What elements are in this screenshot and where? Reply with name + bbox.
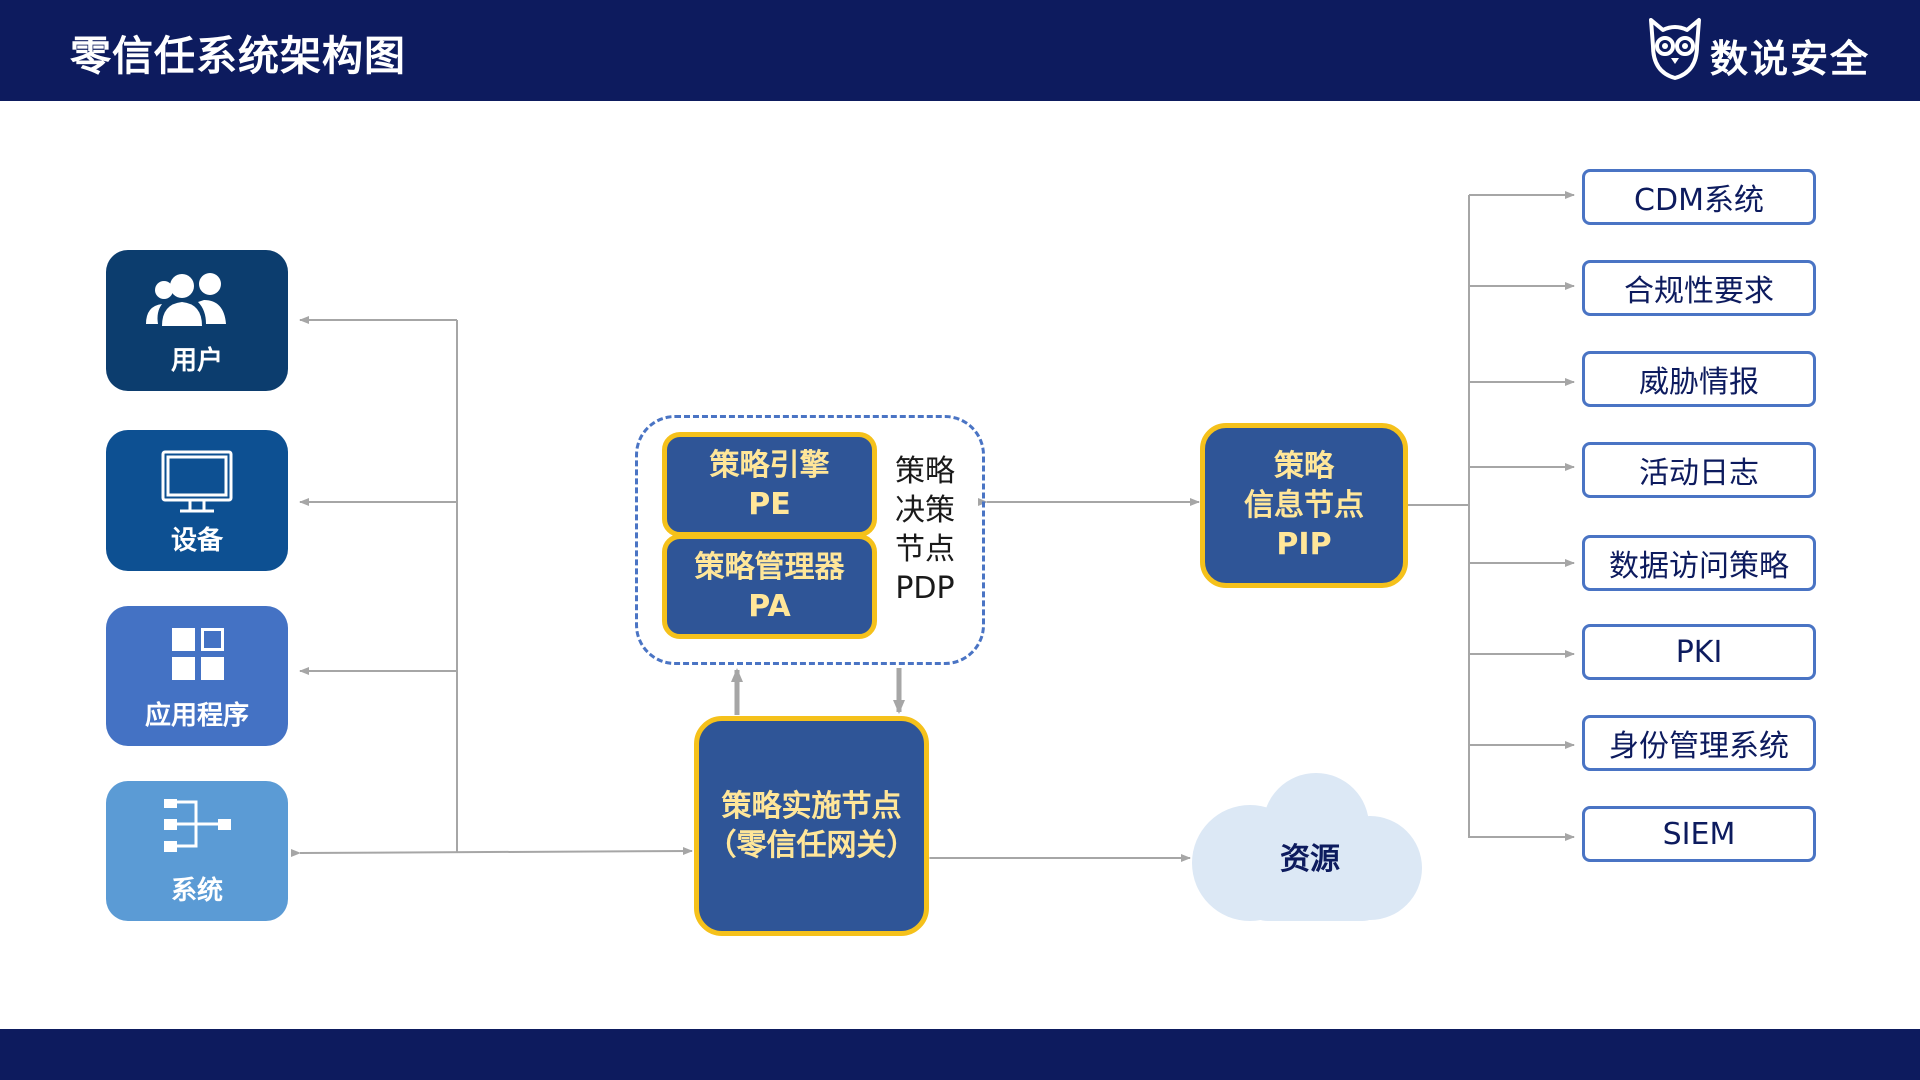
actor-user: 用户 [106,250,288,391]
pep-node: 策略实施节点 （零信任网关） [694,716,929,936]
pep-title: 策略实施节点 [721,789,902,824]
pe-node: 策略引擎 PE [662,432,877,537]
pep-subtitle: （零信任网关） [706,828,917,863]
pe-title: 策略引擎 [709,447,830,483]
source-compliance: 合规性要求 [1582,260,1816,316]
source-threat-intel: 威胁情报 [1582,351,1816,407]
pa-node: 策略管理器 PA [662,534,877,639]
pdp-frame [635,415,985,665]
pip-node: 策略 信息节点 PIP [1200,423,1408,588]
cloud-shape [1192,773,1422,921]
owl-icon [1649,18,1701,80]
actor-label: 设备 [170,526,223,556]
actor-system: 系统 [106,781,288,921]
pip-abbr: PIP [1276,527,1332,562]
actor-label: 应用程序 [144,701,249,731]
source-activity-log: 活动日志 [1582,442,1816,498]
source-identity-mgmt: 身份管理系统 [1582,715,1816,771]
monitor-icon [161,450,233,513]
users-icon [146,273,226,326]
pip-line2: 信息节点 [1244,488,1364,523]
grid-icon [172,628,224,680]
pip-line1: 策略 [1274,449,1334,484]
resource-label: 资源 [1280,842,1340,877]
footer-bar [0,1029,1920,1080]
brand-logo: 数说安全 [1640,16,1870,86]
pa-abbr: PA [748,588,791,624]
header-bar: 零信任系统架构图 数说安全 [0,0,1920,101]
page-title: 零信任系统架构图 [70,32,406,80]
source-pki: PKI [1582,624,1816,680]
brand-name: 数说安全 [1710,37,1871,81]
pe-abbr: PE [748,486,791,522]
actor-device: 设备 [106,430,288,571]
actor-label: 系统 [170,876,223,906]
source-cdm: CDM系统 [1582,169,1816,225]
actor-application: 应用程序 [106,606,288,746]
pa-title: 策略管理器 [694,549,845,585]
pdp-label: 策略 决策 节点 PDP [895,454,955,606]
source-siem: SIEM [1582,806,1816,862]
arrow-pep-system [290,847,693,858]
actor-label: 用户 [170,346,223,376]
hierarchy-icon [164,799,231,852]
source-data-access-policy: 数据访问策略 [1582,535,1816,591]
